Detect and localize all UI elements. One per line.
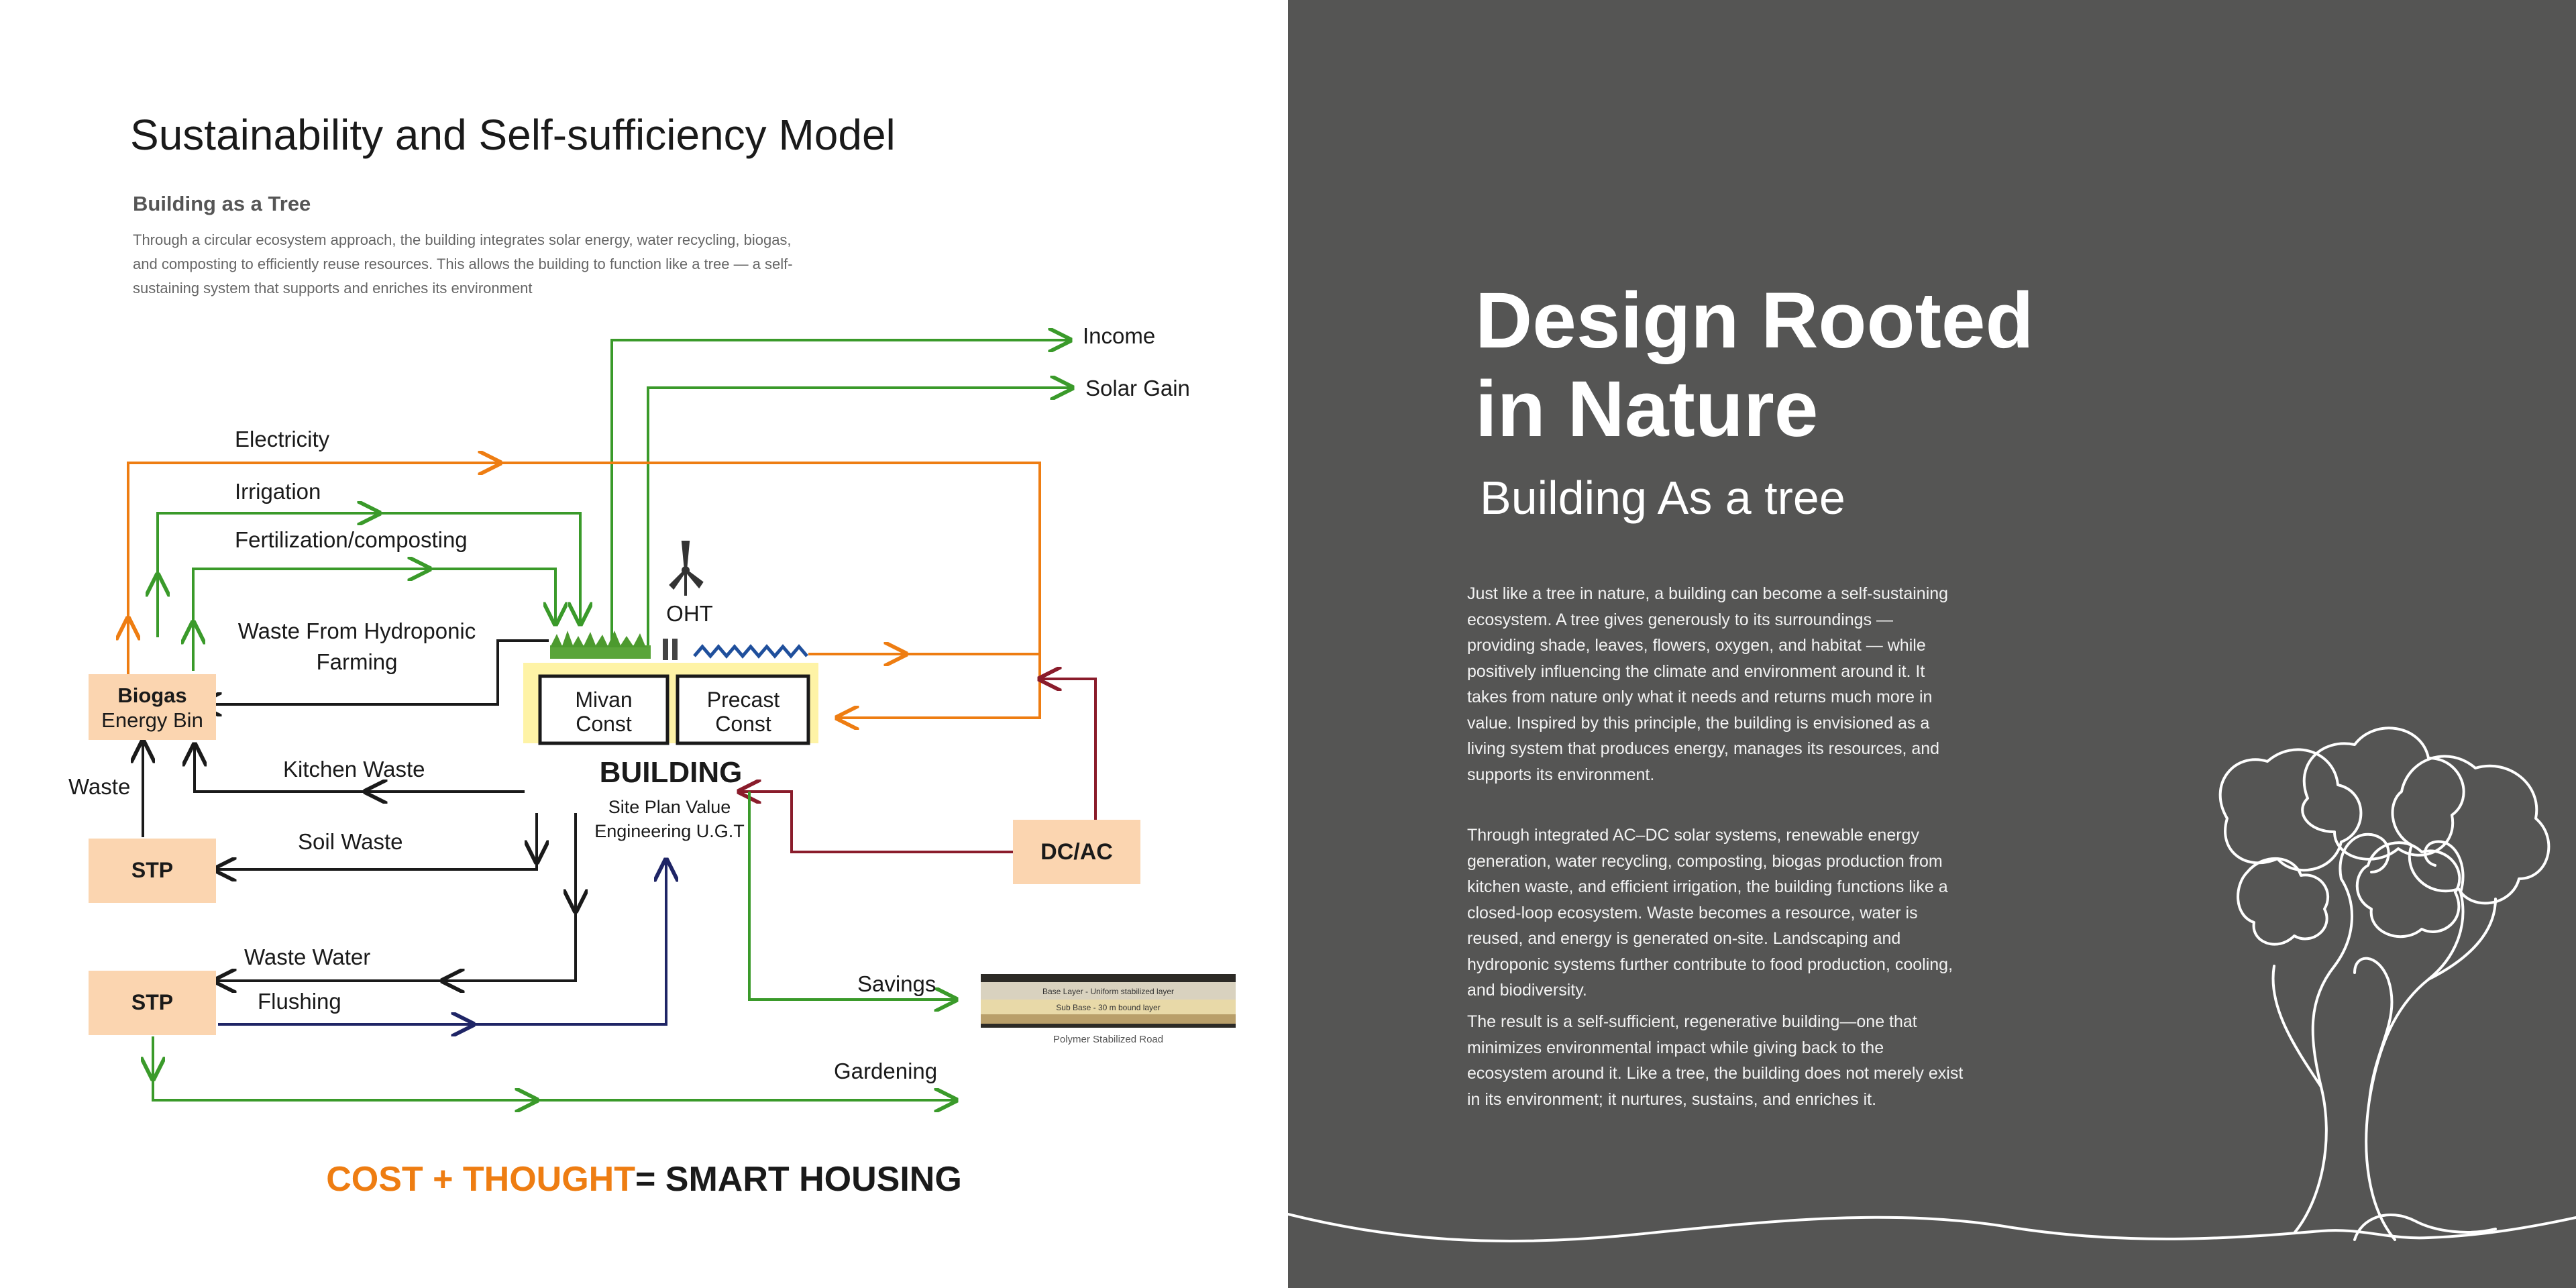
solar-gain-line bbox=[647, 388, 1072, 657]
gardening-label: Gardening bbox=[834, 1059, 937, 1083]
hydroponic-label-1: Waste From Hydroponic bbox=[238, 619, 476, 643]
wave-icon bbox=[693, 644, 808, 659]
waste-water-line bbox=[215, 813, 576, 981]
right-title: Design Rooted in Nature bbox=[1475, 276, 2034, 453]
left-panel: Sustainability and Self-sufficiency Mode… bbox=[0, 111, 1288, 1288]
stp-top-label: STP bbox=[131, 858, 173, 882]
grass-icon bbox=[550, 631, 651, 659]
mivan-box bbox=[538, 674, 669, 745]
savings-label: Savings bbox=[857, 971, 936, 996]
soil-waste-line bbox=[215, 813, 537, 869]
waste-label: Waste bbox=[68, 774, 130, 799]
building-line2: Engineering U.G.T bbox=[594, 821, 745, 841]
hydroponic-label-2: Farming bbox=[316, 649, 397, 674]
irrigation-line bbox=[158, 513, 580, 637]
right-panel: Design Rooted in Nature Building As a tr… bbox=[1288, 0, 2576, 1288]
fertilization-line bbox=[193, 569, 555, 671]
paragraph-1: Just like a tree in nature, a building c… bbox=[1467, 584, 1949, 784]
road-section-image: Base Layer - Uniform stabilized layer Su… bbox=[981, 974, 1236, 1045]
mivan-label-2: Const bbox=[576, 712, 632, 736]
flushing-label: Flushing bbox=[258, 989, 341, 1014]
dcac-box: DC/AC bbox=[1013, 820, 1140, 884]
energy-bin-label: Energy Bin bbox=[101, 708, 203, 732]
electricity-label: Electricity bbox=[235, 427, 330, 451]
precast-box bbox=[676, 674, 810, 745]
page-title: Sustainability and Self-sufficiency Mode… bbox=[130, 111, 896, 159]
road-layer2-label: Sub Base - 30 m bound layer bbox=[1056, 1003, 1160, 1012]
gardening-line bbox=[153, 1036, 956, 1100]
kitchen-waste-line bbox=[195, 745, 525, 792]
savings-line bbox=[748, 792, 956, 1000]
stp-box-bottom: STP bbox=[89, 971, 216, 1035]
right-title-line2: in Nature bbox=[1475, 365, 1819, 453]
soil-waste-label: Soil Waste bbox=[298, 829, 403, 854]
biogas-label: Biogas bbox=[117, 684, 186, 707]
tree-line-art-icon bbox=[1288, 727, 2576, 1242]
road-caption: Polymer Stabilized Road bbox=[1053, 1034, 1163, 1045]
slogan-part1: COST + THOUGHT bbox=[326, 1160, 635, 1199]
solar-gain-label: Solar Gain bbox=[1085, 376, 1190, 400]
kitchen-waste-label: Kitchen Waste bbox=[283, 757, 425, 782]
mivan-label-1: Mivan bbox=[575, 688, 632, 712]
intro-paragraph: Through a circular ecosystem approach, t… bbox=[133, 231, 793, 297]
building-title: BUILDING bbox=[600, 756, 743, 789]
building-core: Mivan Const Precast Const BUILDING Site … bbox=[523, 631, 818, 841]
right-title-line1: Design Rooted bbox=[1475, 276, 2034, 365]
road-layer1-label: Base Layer - Uniform stabilized layer bbox=[1042, 987, 1174, 996]
precast-label-1: Precast bbox=[707, 688, 780, 712]
oht-label: OHT bbox=[666, 601, 713, 626]
dcac-line bbox=[739, 679, 1097, 853]
electricity-line bbox=[128, 463, 1041, 718]
stp-bottom-label: STP bbox=[131, 990, 173, 1014]
slogan-part2: = SMART HOUSING bbox=[635, 1160, 962, 1199]
dcac-label: DC/AC bbox=[1040, 839, 1113, 865]
slogan: COST + THOUGHT= SMART HOUSING bbox=[0, 1159, 1288, 1199]
paragraph-3: The result is a self-sufficient, regener… bbox=[1467, 1012, 1964, 1109]
precast-label-2: Const bbox=[715, 712, 771, 736]
irrigation-label: Irrigation bbox=[235, 479, 321, 504]
wind-turbine-icon bbox=[669, 541, 704, 596]
paragraph-2: Through integrated AC–DC solar systems, … bbox=[1467, 826, 1953, 1000]
fertilization-label: Fertilization/composting bbox=[235, 527, 468, 552]
section-subtitle: Building as a Tree bbox=[133, 192, 311, 215]
income-label: Income bbox=[1083, 323, 1155, 348]
income-line bbox=[610, 340, 1070, 657]
waste-water-label: Waste Water bbox=[244, 945, 370, 969]
right-subtitle: Building As a tree bbox=[1480, 472, 1845, 524]
building-line1: Site Plan Value bbox=[608, 797, 731, 817]
hydroponic-waste-line bbox=[200, 639, 549, 704]
stp-box-top: STP bbox=[89, 839, 216, 903]
sustainability-flow-diagram: Mivan Const Precast Const BUILDING Site … bbox=[68, 323, 1236, 1288]
biogas-box: Biogas Energy Bin bbox=[89, 674, 216, 740]
flushing-line bbox=[218, 860, 666, 1024]
